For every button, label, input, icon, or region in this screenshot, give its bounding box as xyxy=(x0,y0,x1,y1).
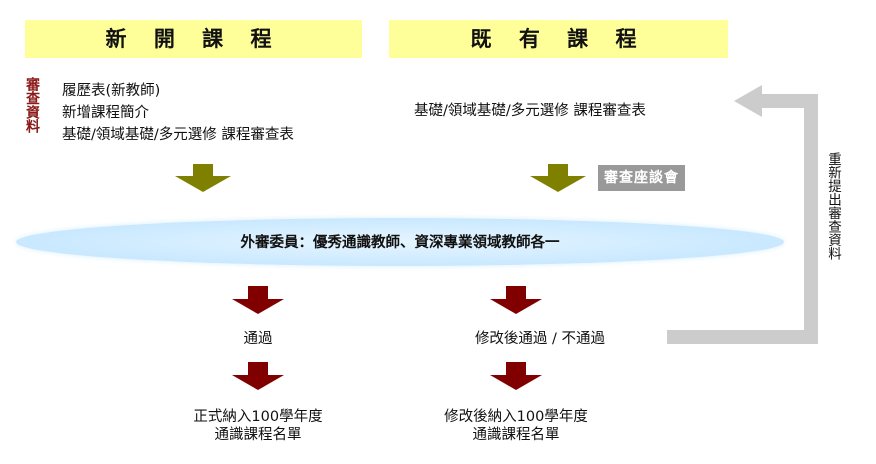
outcome-revise-or-fail: 修改後通過 / 不通過 xyxy=(474,331,606,347)
existing-course-item-review-form: 基礎/領域基礎/多元選修 課程審查表 xyxy=(414,103,646,119)
result-right-line2: 通識課程名單 xyxy=(472,427,560,443)
result-left-line1: 正式納入100學年度 xyxy=(193,409,323,425)
result-right-line1: 修改後納入100學年度 xyxy=(444,409,588,425)
olive-arrow-right xyxy=(530,164,586,192)
header-existing-course: 既 有 課 程 xyxy=(389,20,728,58)
new-course-item-review-form: 基礎/領域基礎/多元選修 課程審查表 xyxy=(62,127,294,143)
maroon-arrow-right-2 xyxy=(490,362,542,390)
maroon-arrow-left-1 xyxy=(232,286,284,314)
review-materials-label: 審查資料 xyxy=(24,77,40,133)
review-meeting-badge: 審查座談會 xyxy=(598,165,685,191)
maroon-arrow-right-1 xyxy=(490,286,542,314)
result-left: 正式納入100學年度 通識課程名單 xyxy=(150,408,366,444)
result-right: 修改後納入100學年度 通識課程名單 xyxy=(408,408,624,444)
maroon-arrow-left-2 xyxy=(232,362,284,390)
outcome-pass: 通過 xyxy=(243,331,273,347)
external-reviewers-text: 外審委員：優秀通識教師、資深專業領域教師各一 xyxy=(240,235,560,251)
header-new-course: 新 開 課 程 xyxy=(25,20,362,58)
result-left-line2: 通識課程名單 xyxy=(214,427,302,443)
new-course-item-resume: 履歷表(新教師) xyxy=(62,83,161,99)
resubmit-label: 重新提出審查資料 xyxy=(825,152,841,260)
new-course-items: 履歷表(新教師) 新增課程簡介 基礎/領域基礎/多元選修 課程審查表 xyxy=(62,80,294,146)
olive-arrow-left xyxy=(175,164,231,192)
external-reviewers-ellipse xyxy=(16,218,784,266)
new-course-item-intro: 新增課程簡介 xyxy=(62,105,149,121)
